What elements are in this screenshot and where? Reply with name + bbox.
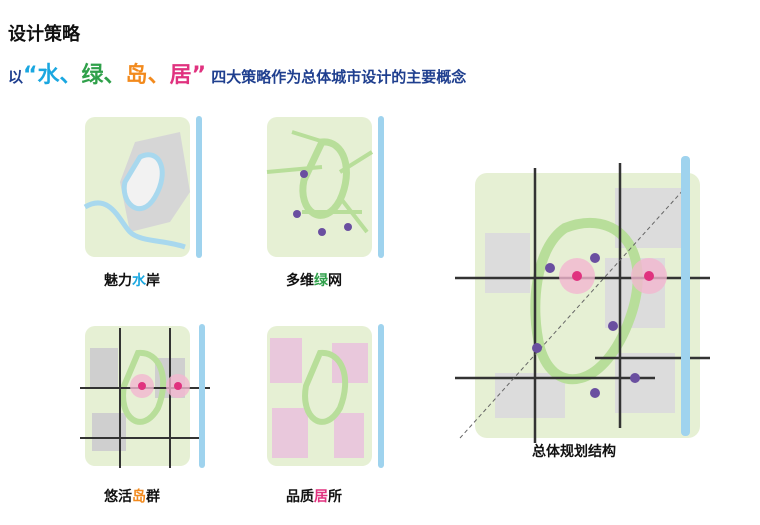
- caption-text: 悠活: [104, 489, 132, 505]
- green-loop: [302, 349, 349, 425]
- separator: 、: [103, 63, 126, 88]
- activity-node: [138, 382, 146, 390]
- caption-text: 网: [328, 273, 342, 289]
- quote-open: “: [23, 63, 38, 88]
- river: [378, 116, 384, 258]
- activity-node: [644, 271, 654, 281]
- caption-highlight: 绿: [314, 273, 328, 289]
- diagram-green: [262, 112, 392, 262]
- subtitle-suffix: 四大策略作为总体城市设计的主要概念: [211, 68, 467, 86]
- green-corridor: [266, 130, 374, 234]
- river: [199, 324, 205, 468]
- caption-text: 岸: [146, 273, 160, 289]
- node: [293, 210, 301, 218]
- caption-live: 品质居所: [286, 486, 342, 506]
- diagram-overall: [455, 148, 725, 443]
- caption-green: 多维绿网: [286, 270, 342, 290]
- diagram-water: [80, 112, 210, 262]
- activity-node: [174, 382, 182, 390]
- river: [196, 116, 202, 258]
- residential-block: [334, 413, 364, 458]
- caption-highlight: 岛: [132, 489, 146, 505]
- quote-close: ”: [191, 63, 207, 88]
- keyword-water: 水: [37, 63, 60, 88]
- node: [532, 343, 542, 353]
- site-area: [267, 117, 372, 257]
- diagram-live: [262, 318, 392, 473]
- node: [608, 321, 618, 331]
- axis-line: [459, 187, 686, 439]
- page-title: 设计策略: [8, 24, 80, 45]
- node: [590, 253, 600, 263]
- keyword-island: 岛: [125, 63, 148, 88]
- subtitle-prefix: 以: [8, 68, 24, 86]
- caption-highlight: 水: [132, 273, 146, 289]
- block: [485, 233, 530, 293]
- block: [615, 353, 675, 413]
- page-subtitle: 以“水、绿、岛、居” 四大策略作为总体城市设计的主要概念: [8, 57, 466, 89]
- caption-text: 品质: [286, 489, 314, 505]
- node: [318, 228, 326, 236]
- caption-island: 悠活岛群: [104, 486, 160, 506]
- green-loop: [530, 218, 643, 385]
- activity-node: [572, 271, 582, 281]
- separator: 、: [147, 63, 170, 88]
- keyword-green: 绿: [81, 63, 104, 88]
- node: [300, 170, 308, 178]
- canal: [83, 200, 186, 250]
- green-loop: [120, 349, 167, 425]
- river: [378, 324, 384, 468]
- caption-overall: 总体规划结构: [532, 444, 616, 460]
- caption-text: 群: [146, 489, 160, 505]
- diagram-island: [80, 318, 215, 473]
- caption-highlight: 居: [314, 489, 328, 505]
- node: [545, 263, 555, 273]
- caption-text: 多维: [286, 273, 314, 289]
- inner-waterway: [121, 152, 165, 212]
- block: [495, 373, 565, 418]
- green-loop: [299, 138, 350, 219]
- node: [590, 388, 600, 398]
- node: [344, 223, 352, 231]
- residential-block: [272, 408, 308, 458]
- keyword-live: 居: [169, 63, 192, 88]
- caption-water: 魅力水岸: [104, 270, 160, 290]
- node: [630, 373, 640, 383]
- river: [681, 156, 690, 436]
- caption-text: 所: [328, 489, 342, 505]
- block: [90, 348, 118, 388]
- residential-block: [270, 338, 302, 383]
- separator: 、: [59, 63, 82, 88]
- caption-text: 魅力: [104, 273, 132, 289]
